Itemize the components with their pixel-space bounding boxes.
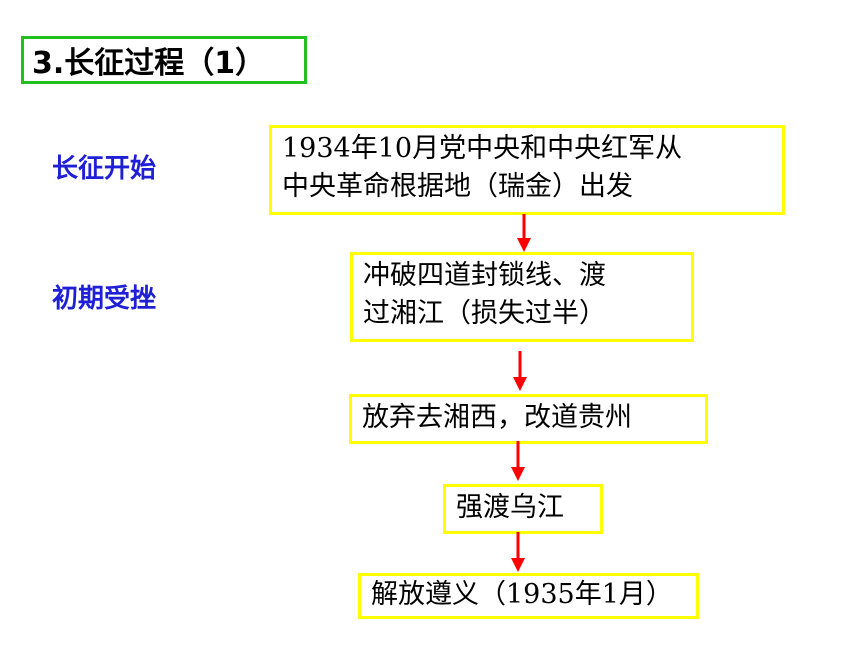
label-setback: 初期受挫 [52, 284, 157, 314]
step-zunyi: 解放遵义（1935年1月） [358, 573, 699, 619]
label-start: 长征开始 [52, 154, 157, 184]
slide-title-text: 3.长征过程（1） [32, 46, 266, 81]
slide-title: 3.长征过程（1） [21, 36, 307, 84]
arrow-2-icon [513, 351, 527, 391]
arrow-1-icon [517, 214, 531, 252]
arrow-3-icon [511, 441, 525, 481]
step-guizhou-text: 放弃去湘西，改道贵州 [362, 402, 632, 433]
step-xiangjiang-line1: 冲破四道封锁线、渡 [363, 260, 606, 291]
step-wujiang: 强渡乌江 [443, 484, 603, 534]
step-xiangjiang: 冲破四道封锁线、渡 过湘江（损失过半） [350, 252, 694, 342]
step-wujiang-text: 强渡乌江 [456, 492, 564, 523]
step-departure-line2: 中央革命根据地（瑞金）出发 [282, 171, 633, 202]
arrow-4-icon [511, 532, 525, 572]
step-guizhou: 放弃去湘西，改道贵州 [349, 394, 708, 444]
step-xiangjiang-line2: 过湘江（损失过半） [363, 298, 606, 329]
step-departure: 1934年10月党中央和中央红军从 中央革命根据地（瑞金）出发 [269, 125, 785, 215]
step-departure-line1: 1934年10月党中央和中央红军从 [282, 133, 683, 164]
step-zunyi-text: 解放遵义（1935年1月） [371, 579, 673, 610]
